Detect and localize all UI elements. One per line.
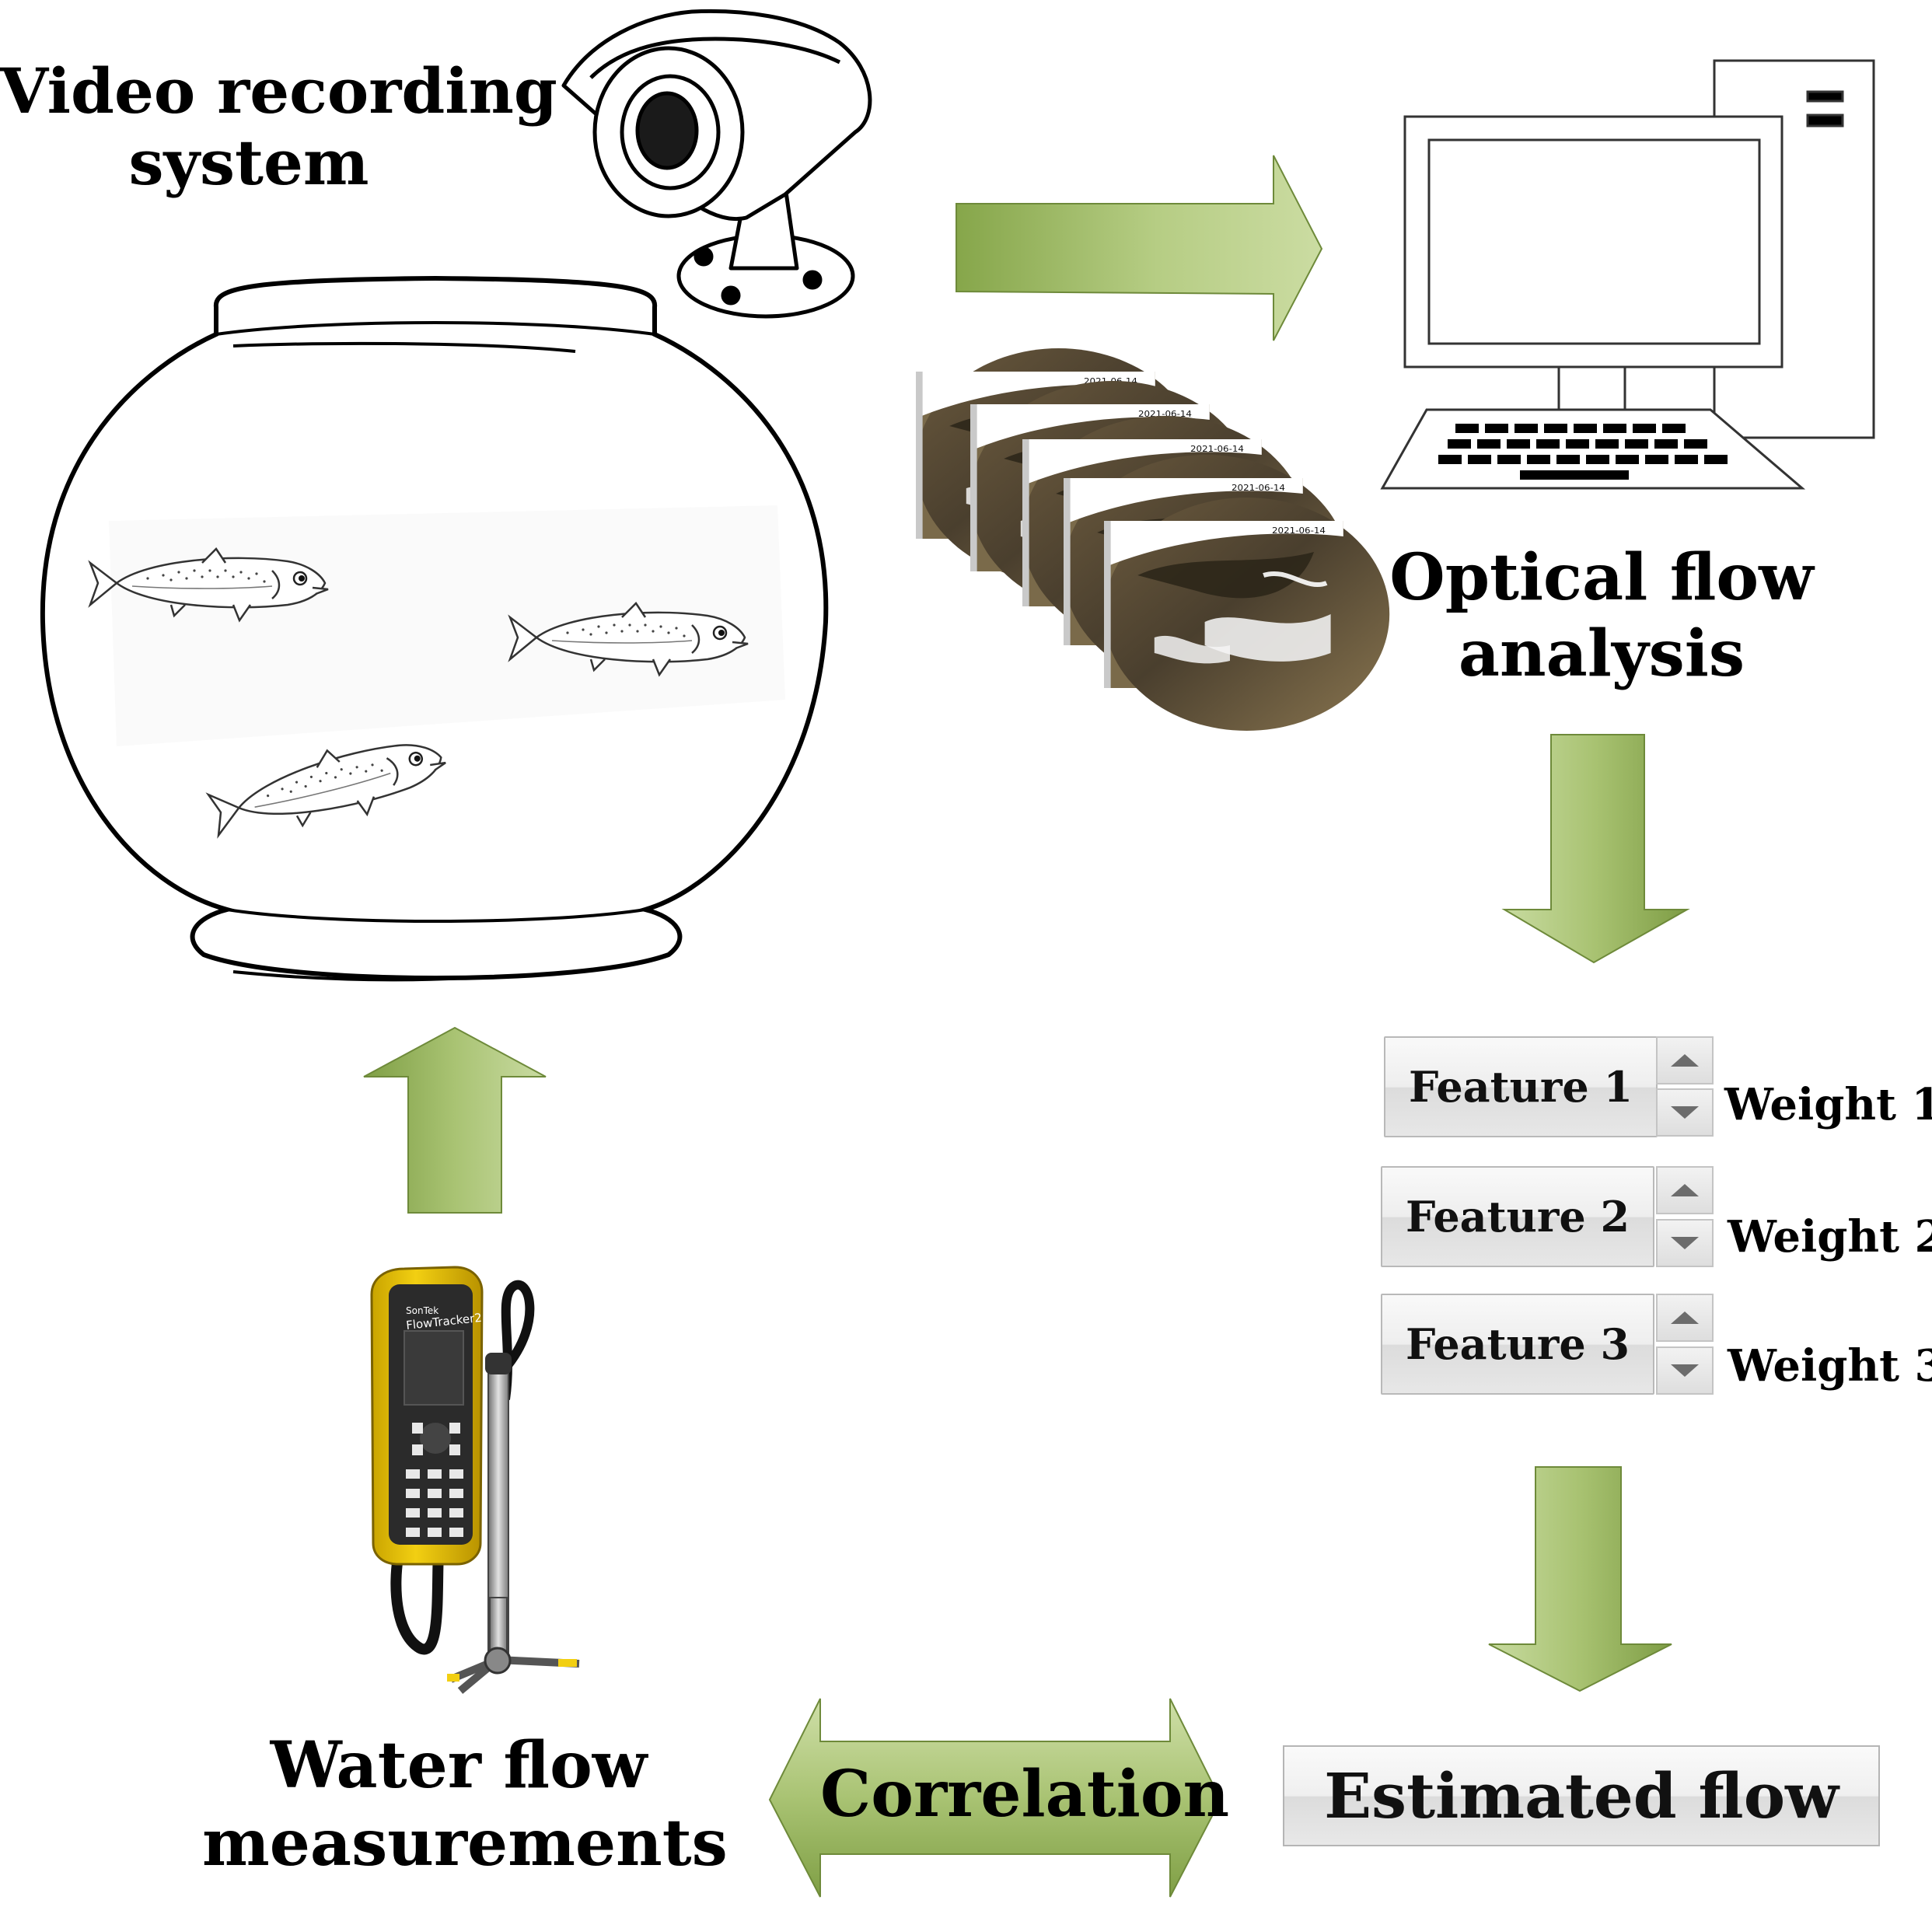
arrow-down (1501, 734, 1690, 964)
arrow-up-icon (1671, 1054, 1699, 1067)
feature-3-button[interactable]: Feature 3 (1381, 1294, 1654, 1395)
weight-2-decrease-button[interactable] (1656, 1219, 1714, 1267)
weight-1-increase-button[interactable] (1656, 1036, 1714, 1084)
weight-2-label: Weight 2 (1728, 1211, 1932, 1263)
device-brand: SonTek (406, 1305, 438, 1316)
weight-3-increase-button[interactable] (1656, 1294, 1714, 1342)
optical-flow-label: Optical flow analysis (1389, 540, 1814, 692)
correlation-label: Correlation (820, 1757, 1230, 1832)
flowtracker-device-icon: SonTek FlowTracker2 (370, 1266, 580, 1694)
arrow-up-icon (1671, 1311, 1699, 1324)
arrow-down (1488, 1466, 1672, 1692)
video-frame (1104, 498, 1389, 731)
feature-1-button[interactable]: Feature 1 (1384, 1036, 1658, 1137)
security-camera-icon (561, 9, 872, 319)
arrow-up-icon (1671, 1184, 1699, 1196)
fish-bowl-icon (40, 275, 829, 982)
feature-2-button[interactable]: Feature 2 (1381, 1166, 1654, 1267)
arrow-down-icon (1671, 1106, 1699, 1119)
arrow-down-icon (1671, 1364, 1699, 1377)
weight-1-label: Weight 1 (1724, 1079, 1932, 1130)
video-frames-stack (916, 348, 1389, 731)
arrow-up (363, 1026, 547, 1214)
water-flow-label: Water flow measurements (202, 1728, 728, 1881)
estimated-flow-box: Estimated flow (1283, 1745, 1880, 1846)
arrow-double (768, 1698, 1222, 1898)
weight-3-label: Weight 3 (1728, 1340, 1932, 1392)
weight-3-decrease-button[interactable] (1656, 1346, 1714, 1395)
arrow-down-icon (1671, 1237, 1699, 1249)
weight-2-increase-button[interactable] (1656, 1166, 1714, 1214)
arrow-right (956, 155, 1323, 341)
computer-icon (1380, 59, 1875, 490)
video-recording-label: Video recording system (0, 54, 557, 199)
weight-1-decrease-button[interactable] (1656, 1088, 1714, 1137)
